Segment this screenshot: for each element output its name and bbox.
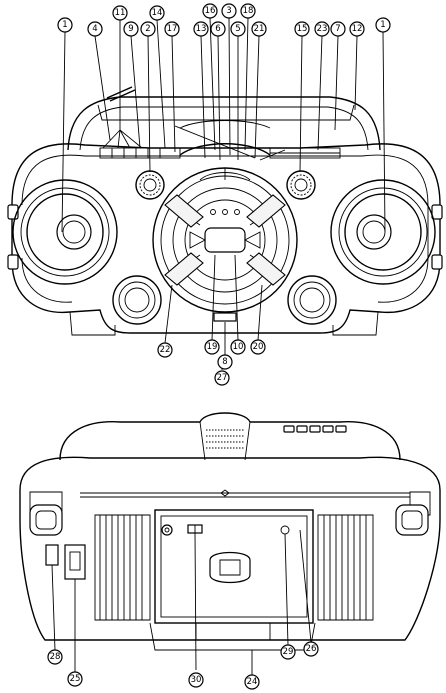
callout-18: 18 <box>240 3 256 19</box>
svg-text:20: 20 <box>253 342 264 352</box>
svg-text:26: 26 <box>306 644 317 654</box>
callout-5: 5 <box>230 21 246 37</box>
svg-text:1: 1 <box>62 20 67 30</box>
rear-jack-25 <box>64 544 86 580</box>
svg-text:5: 5 <box>235 24 240 34</box>
left-speaker <box>12 179 118 285</box>
svg-text:18: 18 <box>243 6 254 16</box>
svg-text:17: 17 <box>167 24 178 34</box>
callout-6: 6 <box>210 21 226 37</box>
callout-17: 17 <box>164 21 180 37</box>
callout-7: 7 <box>330 21 346 37</box>
rear-leader-lines <box>51 529 312 675</box>
svg-text:24: 24 <box>247 677 258 687</box>
callout-2: 2 <box>140 21 156 37</box>
svg-text:29: 29 <box>283 647 294 657</box>
callout-25: 25 <box>67 671 83 687</box>
svg-text:7: 7 <box>335 24 340 34</box>
svg-text:21: 21 <box>254 24 265 34</box>
svg-text:19: 19 <box>207 342 218 352</box>
svg-text:6: 6 <box>215 24 220 34</box>
callout-20: 20 <box>250 339 266 355</box>
callout-3: 3 <box>221 3 237 19</box>
svg-text:16: 16 <box>205 6 216 16</box>
rear-left-handle <box>29 504 63 536</box>
svg-text:15: 15 <box>297 24 308 34</box>
svg-text:11: 11 <box>115 8 126 18</box>
right-rear-grille <box>317 514 374 621</box>
callout-28: 28 <box>47 649 63 665</box>
callout-30: 30 <box>188 672 204 688</box>
callout-15: 15 <box>294 21 310 37</box>
svg-text:14: 14 <box>152 8 163 18</box>
svg-text:30: 30 <box>191 675 202 685</box>
svg-text:2: 2 <box>145 24 150 34</box>
callout-23: 23 <box>314 21 330 37</box>
left-knob <box>135 170 165 200</box>
rear-top-lid <box>59 412 401 461</box>
svg-text:1: 1 <box>380 20 385 30</box>
callout-19: 19 <box>204 339 220 355</box>
callout-22: 22 <box>157 342 173 358</box>
main-body <box>7 143 443 336</box>
callout-1-right: 1 <box>375 17 391 33</box>
center-hub <box>152 143 298 322</box>
callout-12: 12 <box>349 21 365 37</box>
svg-text:25: 25 <box>70 674 81 684</box>
svg-text:4: 4 <box>92 24 97 34</box>
antenna <box>106 86 136 102</box>
rear-right-handle <box>395 504 429 536</box>
front-view: 1 11 9 2 14 17 13 16 <box>7 3 443 386</box>
svg-text:8: 8 <box>222 357 227 367</box>
right-bass-port <box>287 275 337 325</box>
rear-view: 28 25 30 29 26 24 <box>19 412 441 690</box>
svg-text:10: 10 <box>233 342 244 352</box>
callout-4: 4 <box>87 21 103 37</box>
callout-1-left: 1 <box>57 17 73 33</box>
rear-jack-28 <box>45 544 59 566</box>
svg-text:3: 3 <box>226 6 231 16</box>
left-rear-grille <box>94 514 151 621</box>
callout-27: 27 <box>214 370 230 386</box>
right-knob <box>286 170 316 200</box>
callout-29: 29 <box>280 644 296 660</box>
svg-text:27: 27 <box>217 373 228 383</box>
callout-16: 16 <box>202 3 218 19</box>
svg-text:23: 23 <box>317 24 328 34</box>
callout-11: 11 <box>112 5 128 21</box>
left-bass-port <box>112 275 162 325</box>
svg-text:9: 9 <box>128 24 133 34</box>
svg-text:13: 13 <box>196 24 207 34</box>
svg-text:22: 22 <box>160 345 171 355</box>
callout-9: 9 <box>123 21 139 37</box>
callout-13: 13 <box>193 21 209 37</box>
callout-8: 8 <box>217 354 233 370</box>
callout-24: 24 <box>244 674 260 690</box>
callout-10: 10 <box>230 339 246 355</box>
right-speaker <box>330 179 436 285</box>
svg-text:28: 28 <box>50 652 61 662</box>
front-leader-lines <box>61 17 386 370</box>
svg-text:12: 12 <box>352 24 363 34</box>
callout-26: 26 <box>303 641 319 657</box>
callout-14: 14 <box>149 5 165 21</box>
battery-door <box>154 509 314 624</box>
carry-handle <box>67 96 381 151</box>
callout-21: 21 <box>251 21 267 37</box>
